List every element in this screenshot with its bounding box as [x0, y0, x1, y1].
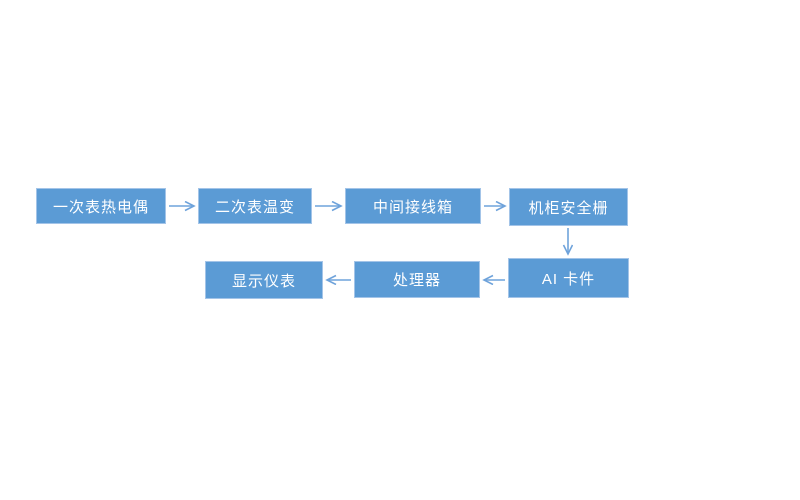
node-label: 处理器: [392, 272, 441, 289]
node-label: 二次表温变: [214, 198, 295, 216]
node-ai-card[interactable]: AI 卡件: [508, 258, 629, 298]
node-label: 机柜安全栅: [528, 199, 609, 217]
node-label: 显示仪表: [231, 272, 296, 290]
node-label: 一次表热电偶: [52, 198, 149, 216]
node-intermediate-junction-box[interactable]: 中间接线箱: [345, 188, 481, 224]
node-display-instrument[interactable]: 显示仪表: [205, 261, 323, 299]
node-primary-thermocouple[interactable]: 一次表热电偶: [36, 188, 166, 224]
node-processor[interactable]: 处理器: [354, 261, 480, 298]
node-cabinet-safety-barrier[interactable]: 机柜安全栅: [509, 188, 628, 226]
node-secondary-temp-transmitter[interactable]: 二次表温变: [198, 188, 312, 224]
node-label: AI 卡件: [541, 270, 596, 288]
node-label: 中间接线箱: [372, 198, 453, 216]
